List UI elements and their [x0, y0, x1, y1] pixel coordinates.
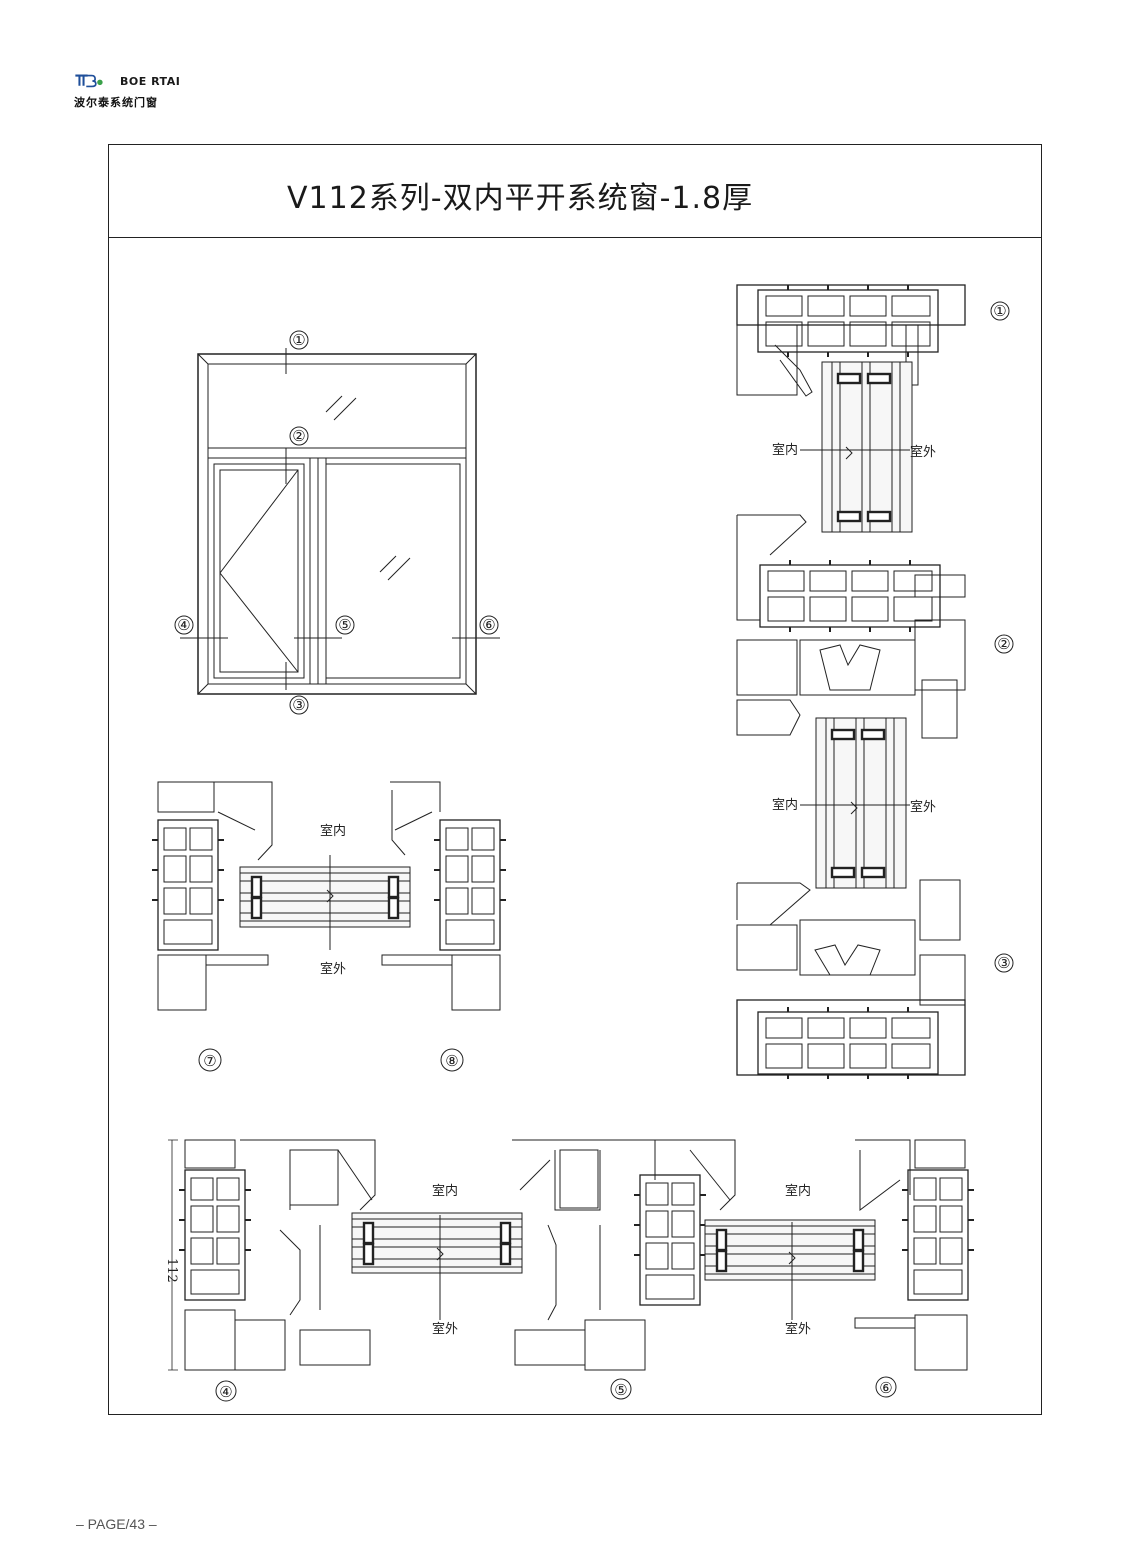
label-outdoor-2: 室外 [910, 799, 936, 815]
marker-6: ⑥ [482, 616, 495, 634]
vertical-section-labels: 室内 室外 室内 室外 ① ② ③ [772, 301, 1014, 973]
label-outdoor-5: 室外 [785, 1321, 811, 1337]
section-marker-4: ④ [219, 1383, 232, 1401]
vertical-section [736, 284, 966, 1080]
section-marker-2: ② [997, 635, 1010, 653]
page-number: – PAGE/43 – [76, 1516, 157, 1532]
logo-mark-icon [75, 74, 103, 88]
label-indoor-3: 室内 [320, 823, 346, 839]
section-marker-3: ③ [997, 954, 1010, 972]
marker-1: ① [292, 331, 305, 349]
label-outdoor-1: 室外 [910, 444, 936, 460]
section-marker-8: ⑧ [445, 1052, 458, 1070]
dimension-label: 112 [164, 1258, 179, 1283]
marker-4: ④ [177, 616, 190, 634]
brand-name: BOE RTAI [120, 75, 181, 88]
label-outdoor-3: 室外 [320, 961, 346, 977]
window-elevation [180, 348, 500, 695]
section-marker-5: ⑤ [614, 1381, 627, 1399]
label-indoor-1: 室内 [772, 442, 798, 458]
drawing-sheet: V112系列-双内平开系统窗-1.8厚 [108, 144, 1042, 1415]
section-marker-1: ① [993, 302, 1006, 320]
marker-2: ② [292, 427, 305, 445]
section-marker-7: ⑦ [203, 1052, 216, 1070]
elevation-markers: ① ② ③ ④ ⑤ ⑥ [174, 330, 499, 715]
brand-logo: BOE RTAI 波尔泰系统门窗 [74, 70, 214, 112]
title-bar: V112系列-双内平开系统窗-1.8厚 [109, 145, 1041, 238]
section-7-8 [151, 781, 507, 1011]
section-marker-6: ⑥ [879, 1379, 892, 1397]
brand-subtitle: 波尔泰系统门窗 [74, 96, 158, 109]
section-7-8-labels: 室内 室外 ⑦ ⑧ [198, 823, 464, 1072]
horizontal-section [168, 1139, 975, 1371]
label-indoor-5: 室内 [785, 1183, 811, 1199]
marker-5: ⑤ [338, 616, 351, 634]
section-3-frame [736, 879, 966, 1080]
label-indoor-4: 室内 [432, 1183, 458, 1199]
marker-3: ③ [292, 696, 305, 714]
label-indoor-2: 室内 [772, 797, 798, 813]
page-title: V112系列-双内平开系统窗-1.8厚 [287, 181, 754, 216]
label-outdoor-4: 室外 [432, 1321, 458, 1337]
horizontal-section-labels: 112 室内 室外 室内 室外 ④ ⑤ ⑥ [164, 1183, 897, 1402]
section-2-transom [736, 514, 966, 739]
